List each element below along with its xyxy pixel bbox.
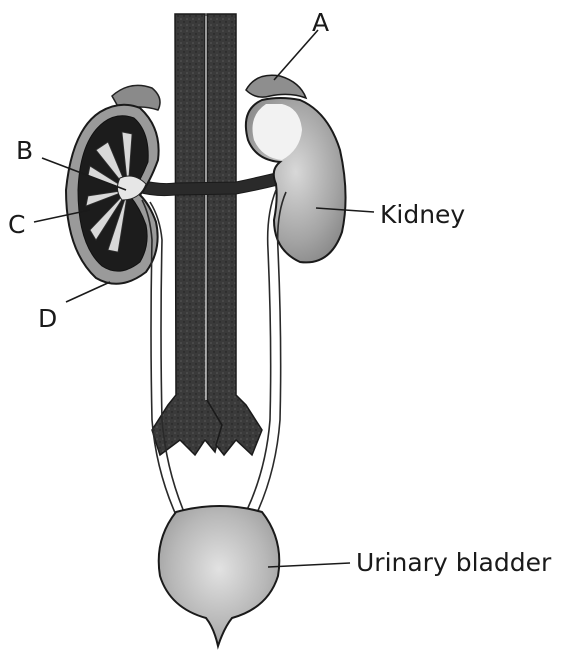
- label-a: A: [312, 10, 329, 35]
- pointer-d: [66, 282, 110, 302]
- urinary-bladder: [159, 506, 280, 646]
- label-c: C: [8, 212, 25, 237]
- label-kidney: Kidney: [380, 202, 465, 227]
- label-d: D: [38, 306, 57, 331]
- right-kidney: [246, 75, 346, 262]
- pointer-a: [274, 30, 318, 80]
- label-urinary-bladder: Urinary bladder: [356, 550, 551, 575]
- label-b: B: [16, 138, 33, 163]
- pointer-bladder: [268, 563, 350, 567]
